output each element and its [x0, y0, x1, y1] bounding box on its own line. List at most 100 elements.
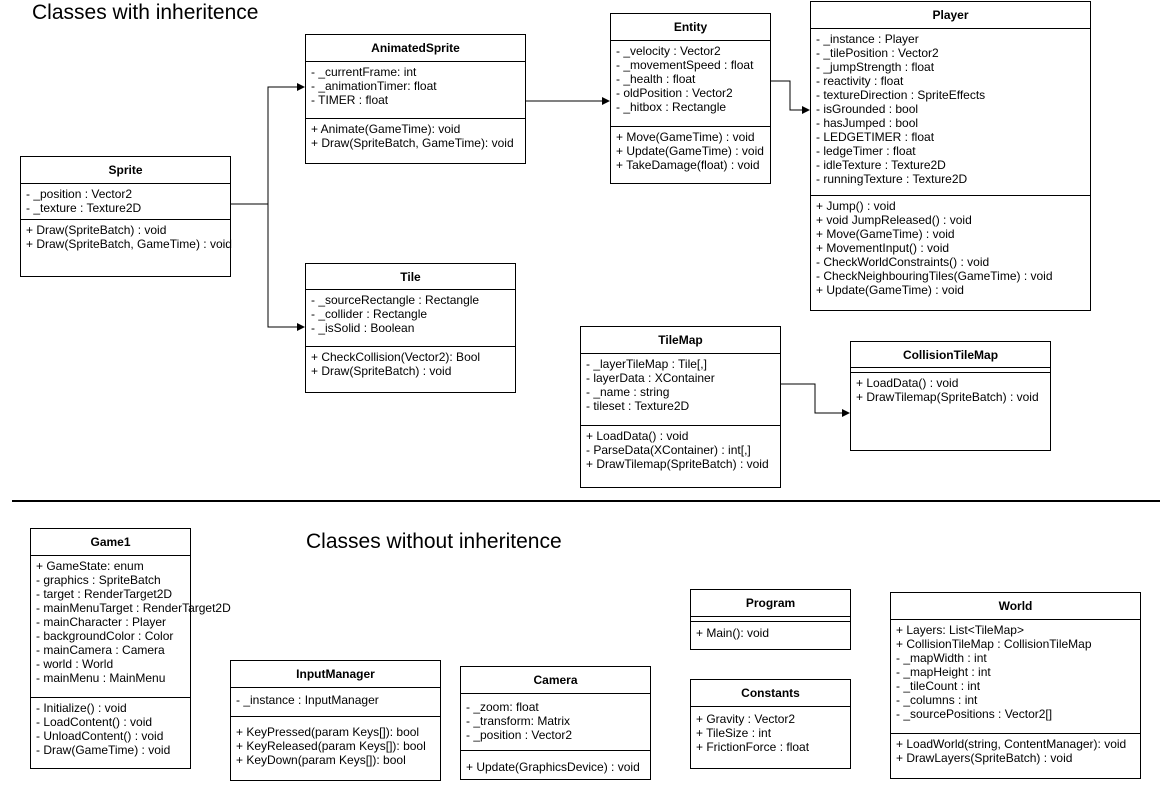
- attributes: - _instance : Player- _tilePosition : Ve…: [811, 29, 1090, 196]
- class-name: AnimatedSprite: [306, 35, 525, 62]
- class-name: TileMap: [581, 327, 780, 354]
- attribute-line: + CollisionTileMap : CollisionTileMap: [896, 637, 1092, 651]
- heading-without-inheritance: Classes without inheritence: [306, 530, 562, 553]
- attribute-line: + Layers: List<TileMap>: [896, 623, 1024, 637]
- attribute-line: - _movementSpeed : float: [616, 58, 754, 72]
- method-line: + Main(): void: [696, 626, 770, 640]
- attribute-line: - hasJumped : bool: [816, 116, 919, 130]
- attribute-line: - _name : string: [586, 385, 670, 399]
- section-divider: [12, 500, 1160, 502]
- class-name: Player: [811, 2, 1090, 29]
- class-collisiontilemap: CollisionTileMap + LoadData() : void+ Dr…: [850, 341, 1051, 451]
- class-world: World + Layers: List<TileMap>+ Collision…: [890, 592, 1141, 779]
- class-name: CollisionTileMap: [851, 342, 1050, 368]
- methods: + LoadWorld(string, ContentManager): voi…: [891, 734, 1140, 769]
- attributes: + Layers: List<TileMap>+ CollisionTileMa…: [891, 620, 1140, 734]
- attribute-line: - _instance : Player: [816, 32, 919, 46]
- method-line: + Draw(SpriteBatch) : void: [26, 223, 167, 237]
- class-entity: Entity - _velocity : Vector2- _movementS…: [610, 13, 771, 184]
- attribute-line: - _velocity : Vector2: [616, 44, 721, 58]
- class-animatedsprite: AnimatedSprite - _currentFrame: int- _an…: [305, 34, 526, 164]
- methods: + KeyPressed(param Keys[]): bool+ KeyRel…: [231, 717, 440, 771]
- class-tile: Tile - _sourceRectangle : Rectangle- _co…: [305, 263, 516, 393]
- attribute-line: - layerData : XContainer: [586, 371, 715, 385]
- method-line: + LoadWorld(string, ContentManager): voi…: [896, 737, 1127, 751]
- methods: + CheckCollision(Vector2): Bool+ Draw(Sp…: [306, 347, 515, 382]
- edge-sprite-tile: [267, 204, 305, 331]
- attribute-line: - ledgeTimer : float: [816, 144, 916, 158]
- attribute-line: - graphics : SpriteBatch: [36, 573, 161, 587]
- attribute-line: - oldPosition : Vector2: [616, 86, 733, 100]
- class-tilemap: TileMap - _layerTileMap : Tile[,]- layer…: [580, 326, 781, 488]
- attributes: + GameState: enum- graphics : SpriteBatc…: [31, 556, 231, 698]
- attribute-line: - backgroundColor : Color: [36, 629, 174, 643]
- method-line: + LoadData() : void: [856, 376, 959, 390]
- attribute-line: - _columns : int: [896, 693, 978, 707]
- attribute-line: - runningTexture : Texture2D: [816, 172, 968, 186]
- class-name: Camera: [461, 667, 650, 694]
- attribute-line: - tileset : Texture2D: [586, 399, 690, 413]
- attributes: - _layerTileMap : Tile[,]- layerData : X…: [581, 354, 780, 426]
- method-line: + CheckCollision(Vector2): Bool: [311, 350, 481, 364]
- methods: + Update(GraphicsDevice) : void: [461, 751, 650, 778]
- attributes: + Gravity : Vector2+ TileSize : int+ Fri…: [691, 707, 850, 758]
- attribute-line: - isGrounded : bool: [816, 102, 919, 116]
- attributes: - _currentFrame: int- _animationTimer: f…: [306, 62, 525, 119]
- attribute-line: - _tilePosition : Vector2: [816, 46, 939, 60]
- attribute-line: - _hitbox : Rectangle: [616, 100, 727, 114]
- attribute-line: - _texture : Texture2D: [26, 201, 142, 215]
- attributes: - _sourceRectangle : Rectangle- _collide…: [306, 290, 515, 347]
- class-name: Program: [691, 590, 850, 617]
- heading-with-inheritance: Classes with inheritence: [32, 1, 259, 24]
- method-line: + Draw(SpriteBatch, GameTime) : void: [26, 237, 232, 251]
- attribute-line: - _position : Vector2: [26, 187, 133, 201]
- method-line: + KeyPressed(param Keys[]): bool: [236, 725, 420, 739]
- methods: - Initialize() : void- LoadContent() : v…: [31, 698, 190, 761]
- attributes: - _position : Vector2- _texture : Textur…: [21, 184, 230, 220]
- attribute-line: - _mapHeight : int: [896, 665, 991, 679]
- method-line: - Initialize() : void: [36, 701, 127, 715]
- attribute-line: + FrictionForce : float: [696, 740, 810, 754]
- attributes: - _zoom: float- _transform: Matrix- _pos…: [461, 694, 650, 751]
- attribute-line: - _sourceRectangle : Rectangle: [311, 293, 480, 307]
- attribute-line: - _tileCount : int: [896, 679, 981, 693]
- method-line: + DrawTilemap(SpriteBatch) : void: [586, 457, 769, 471]
- attribute-line: - _jumpStrength : float: [816, 60, 935, 74]
- method-line: + Animate(GameTime): void: [311, 122, 461, 136]
- method-line: - UnloadContent() : void: [36, 729, 164, 743]
- attribute-line: - mainCharacter : Player: [36, 615, 167, 629]
- edge-entity-player: [771, 80, 810, 114]
- method-line: - LoadContent() : void: [36, 715, 153, 729]
- attribute-line: - TIMER : float: [311, 93, 389, 107]
- method-line: + MovementInput() : void: [816, 241, 950, 255]
- class-name: Sprite: [21, 157, 230, 184]
- method-line: + Update(GameTime) : void: [616, 144, 764, 158]
- method-line: - CheckWorldConstraints() : void: [816, 255, 990, 269]
- attributes: - _instance : InputManager: [231, 688, 440, 717]
- methods: + Jump() : void+ void JumpReleased() : v…: [811, 196, 1090, 301]
- class-camera: Camera - _zoom: float- _transform: Matri…: [460, 666, 651, 780]
- method-line: + TakeDamage(float) : void: [616, 158, 760, 172]
- attribute-line: + GameState: enum: [36, 559, 144, 573]
- attribute-line: - world : World: [36, 657, 114, 671]
- attribute-line: - _currentFrame: int: [311, 65, 417, 79]
- attribute-line: - LEDGETIMER : float: [816, 130, 935, 144]
- class-name: Game1: [31, 529, 190, 556]
- attributes-empty: [691, 617, 850, 622]
- method-line: + DrawTilemap(SpriteBatch) : void: [856, 390, 1039, 404]
- class-sprite: Sprite - _position : Vector2- _texture :…: [20, 156, 232, 277]
- class-name: Entity: [611, 14, 770, 41]
- attribute-line: - _animationTimer: float: [311, 79, 437, 93]
- methods: + Move(GameTime) : void+ Update(GameTime…: [611, 127, 770, 176]
- attribute-line: - _health : float: [616, 72, 696, 86]
- attribute-line: - target : RenderTarget2D: [36, 587, 173, 601]
- class-name: Constants: [691, 680, 850, 707]
- method-line: + Draw(SpriteBatch, GameTime): void: [311, 136, 514, 150]
- methods: + LoadData() : void+ DrawTilemap(SpriteB…: [851, 373, 1050, 408]
- method-line: - Draw(GameTime) : void: [36, 743, 171, 757]
- attribute-line: - _isSolid : Boolean: [311, 321, 415, 335]
- attribute-line: - _collider : Rectangle: [311, 307, 428, 321]
- method-line: + DrawLayers(SpriteBatch) : void: [896, 751, 1073, 765]
- method-line: + KeyDown(param Keys[]): bool: [236, 753, 406, 767]
